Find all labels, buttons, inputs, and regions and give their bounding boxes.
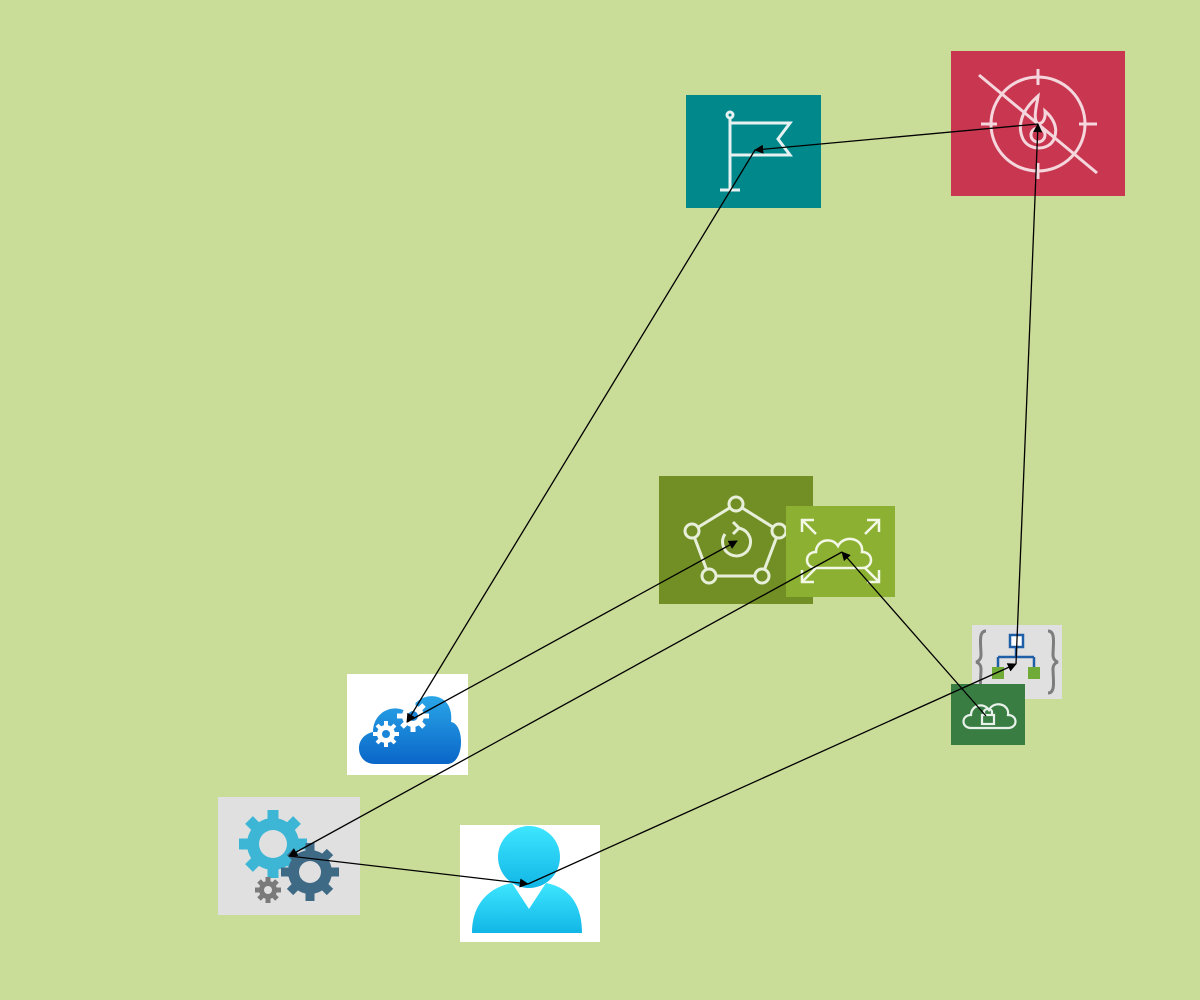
user-icon [472, 826, 582, 933]
firewall-icon [951, 51, 1125, 196]
flag-icon [686, 95, 821, 208]
cloud-lock-node[interactable] [951, 684, 1025, 745]
cloud-lock-icon [951, 684, 1025, 745]
flag-node[interactable] [686, 95, 821, 208]
connector-flag-to-cloudgears [406, 149, 756, 723]
gears-icon [218, 797, 360, 915]
cloud-gears-icon [358, 696, 462, 764]
connector-user-to-api [527, 663, 1017, 885]
connector-api-to-firewall [1015, 123, 1043, 665]
cloud-autoscale-icon [786, 506, 895, 597]
firewall-node[interactable] [951, 51, 1125, 196]
user-node[interactable] [460, 825, 600, 942]
cloud-autoscale-node[interactable] [786, 506, 895, 597]
gears-node[interactable] [218, 797, 360, 915]
cloud-gears-node[interactable] [347, 674, 468, 775]
